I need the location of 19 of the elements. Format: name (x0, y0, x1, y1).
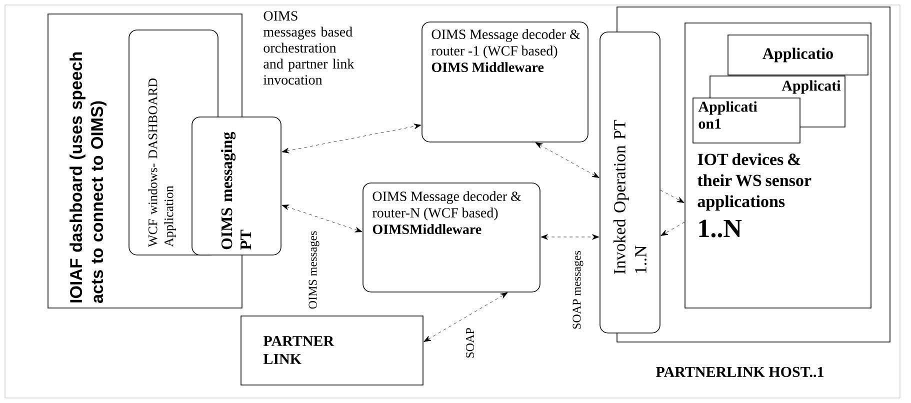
edge-label: SOAP messages (572, 249, 584, 330)
arrow (282, 204, 362, 232)
arrow (660, 222, 685, 236)
arrow (424, 292, 508, 342)
operation-box: Invoked Operation PT 1..N (600, 32, 660, 334)
application-box: Applicati on1 (692, 98, 800, 144)
edge-label: OIMS messages (308, 230, 320, 310)
arrow (540, 234, 600, 240)
port-box: OIMS messaging PT (192, 116, 282, 256)
node-label: PARTNERLINK HOST..1 (656, 366, 824, 378)
partner-link-box: PARTNER LINK (240, 316, 424, 386)
edge-label: SOAP (464, 326, 476, 360)
arrow (282, 124, 422, 154)
arrow (660, 190, 684, 203)
application-box: Applicatio (728, 34, 868, 76)
arrow (535, 142, 600, 178)
middleware-box: OIMS Message decoder & router -1 (WCF based) OIMS Middleware (422, 22, 588, 142)
middleware-box: OIMS Message decoder & router-N (WCF based) OIMSMiddleware (362, 182, 540, 292)
edge-label: OIMS messages based orchestration and partner link invocation (262, 10, 372, 86)
